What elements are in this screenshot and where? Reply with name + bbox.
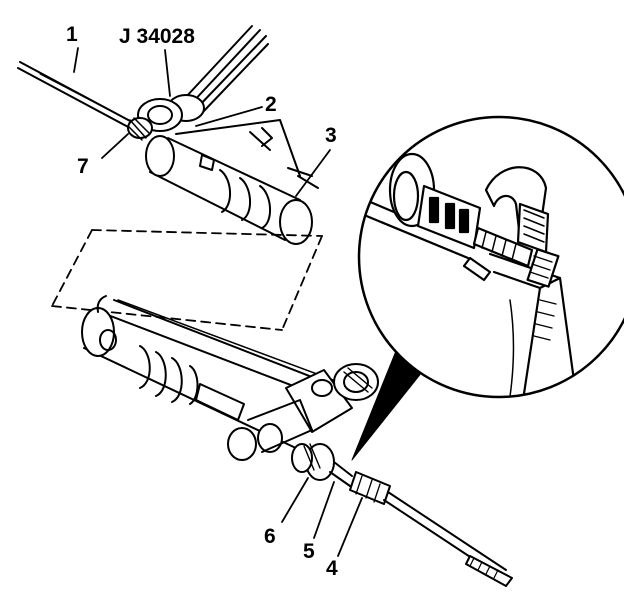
leader-lines-lower [281,477,363,557]
callout-6: 6 [264,525,276,548]
callout-7: 7 [77,155,89,178]
tie-rod-upper [17,61,133,129]
leader-lines-upper [73,47,331,197]
callout-4: 4 [326,557,338,580]
callout-1: 1 [66,23,78,46]
jam-nut-upper [127,117,153,141]
tool-label: J 34028 [119,25,195,48]
main-steering-gear [81,295,513,587]
upper-assembly [17,25,331,245]
magnified-inset [351,115,624,461]
tool-j34028 [137,25,269,132]
callout-2: 2 [265,93,277,116]
callout-3: 3 [325,124,337,147]
callout-5: 5 [303,540,315,563]
rack-housing-upper [145,119,319,245]
